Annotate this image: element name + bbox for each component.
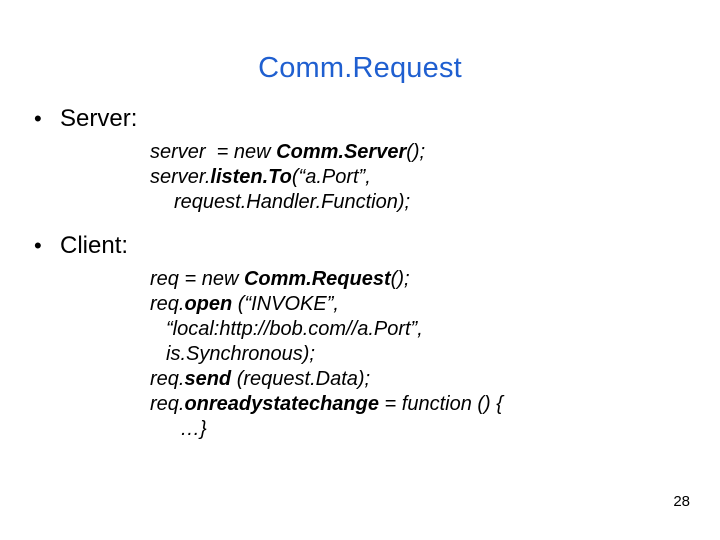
bullet-client: • Client: — [24, 231, 700, 261]
code-span-bold: listen.To — [210, 166, 292, 188]
code-line: req.open (“INVOKE”, — [150, 292, 700, 317]
code-span-bold: onreadystatechange — [184, 393, 379, 415]
code-line: server = new Comm.Server(); — [150, 140, 700, 165]
code-line: request.Handler.Function); — [150, 190, 700, 215]
code-span: req. — [150, 293, 185, 315]
code-line: is.Synchronous); — [150, 342, 700, 367]
code-span: = function () { — [378, 393, 503, 415]
code-span: (“a.Port”, — [291, 166, 371, 188]
slide-content: • Server: server = new Comm.Server(); se… — [24, 104, 700, 442]
code-span: req. — [150, 393, 185, 415]
bullet-server: • Server: — [24, 104, 700, 134]
code-line: req.send (request.Data); — [150, 367, 700, 392]
code-span: “local:http://bob.com//a.Port”, — [166, 318, 423, 340]
code-span: (); — [406, 141, 426, 163]
bullet-marker-icon: • — [34, 106, 42, 131]
code-line: …} — [150, 417, 700, 442]
page-number: 28 — [673, 493, 690, 510]
code-block-server: server = new Comm.Server(); server.liste… — [150, 140, 700, 215]
bullet-label-server: Server: — [60, 105, 138, 132]
code-span-bold: Comm.Request — [243, 268, 391, 290]
code-line: req = new Comm.Request(); — [150, 267, 700, 292]
code-span: …} — [180, 418, 207, 440]
code-span: request.Handler.Function); — [174, 191, 411, 213]
code-block-client: req = new Comm.Request(); req.open (“INV… — [150, 267, 700, 442]
bullet-label-client: Client: — [60, 232, 129, 259]
code-span-bold: Comm.Server — [276, 141, 407, 163]
code-span: is.Synchronous); — [166, 343, 315, 365]
code-line: req.onreadystatechange = function () { — [150, 392, 700, 417]
code-span-bold: open — [184, 293, 233, 315]
code-line: server.listen.To(“a.Port”, — [150, 165, 700, 190]
code-span: server = new — [150, 141, 277, 163]
code-span: server. — [150, 166, 211, 188]
page-title: Comm.Request — [258, 52, 462, 84]
code-span: (request.Data); — [231, 368, 371, 390]
code-span: (“INVOKE”, — [232, 293, 339, 315]
code-line: “local:http://bob.com//a.Port”, — [150, 317, 700, 342]
code-span: (); — [390, 268, 410, 290]
code-span: req = new — [150, 268, 244, 290]
code-span-bold: send — [184, 368, 232, 390]
code-span: req. — [150, 368, 185, 390]
bullet-marker-icon: • — [34, 233, 42, 258]
